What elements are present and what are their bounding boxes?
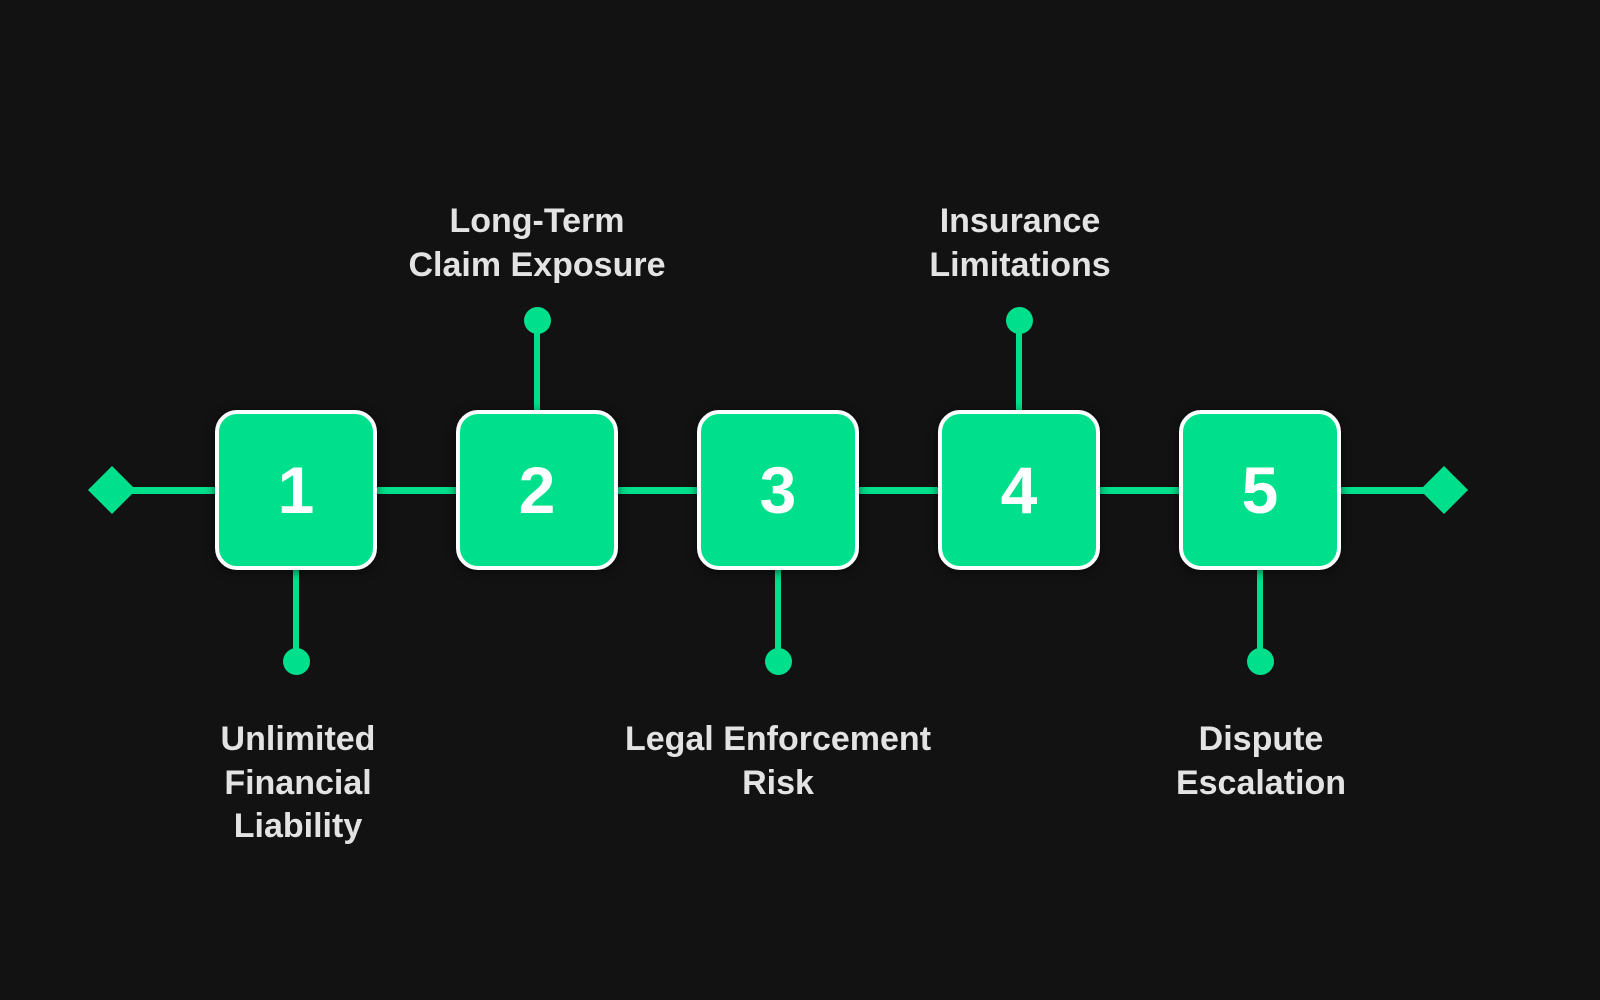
- step-number: 3: [759, 453, 797, 527]
- left-diamond-marker-icon: [87, 465, 137, 515]
- connector-stem: [1257, 566, 1263, 661]
- connector-stem: [534, 320, 540, 415]
- step-card-2[interactable]: 2: [456, 410, 618, 570]
- step-label-5: Dispute Escalation: [1175, 720, 1347, 802]
- connector-dot-icon: [523, 307, 551, 334]
- right-diamond-marker-icon: [1419, 465, 1469, 515]
- step-number: 4: [1000, 453, 1038, 527]
- step-card-1[interactable]: 1: [215, 410, 377, 570]
- connector-stem: [293, 566, 299, 661]
- connector-dot-icon: [1246, 648, 1274, 675]
- step-card-5[interactable]: 5: [1179, 410, 1341, 570]
- connector-stem: [775, 566, 781, 661]
- connector-dot-icon: [282, 648, 310, 675]
- step-number: 2: [518, 453, 556, 527]
- step-number: 1: [277, 453, 315, 527]
- step-number: 5: [1241, 453, 1279, 527]
- step-card-4[interactable]: 4: [938, 410, 1100, 570]
- connector-stem: [1016, 320, 1022, 415]
- connector-dot-icon: [1005, 307, 1033, 334]
- connector-dot-icon: [764, 648, 792, 675]
- step-label-3: Legal Enforcement Risk: [624, 720, 932, 802]
- step-label-4: Insurance Limitations: [929, 202, 1111, 284]
- step-card-3[interactable]: 3: [697, 410, 859, 570]
- step-label-2: Long-Term Claim Exposure: [408, 202, 666, 284]
- step-label-1: Unlimited Financial Liability: [220, 720, 376, 846]
